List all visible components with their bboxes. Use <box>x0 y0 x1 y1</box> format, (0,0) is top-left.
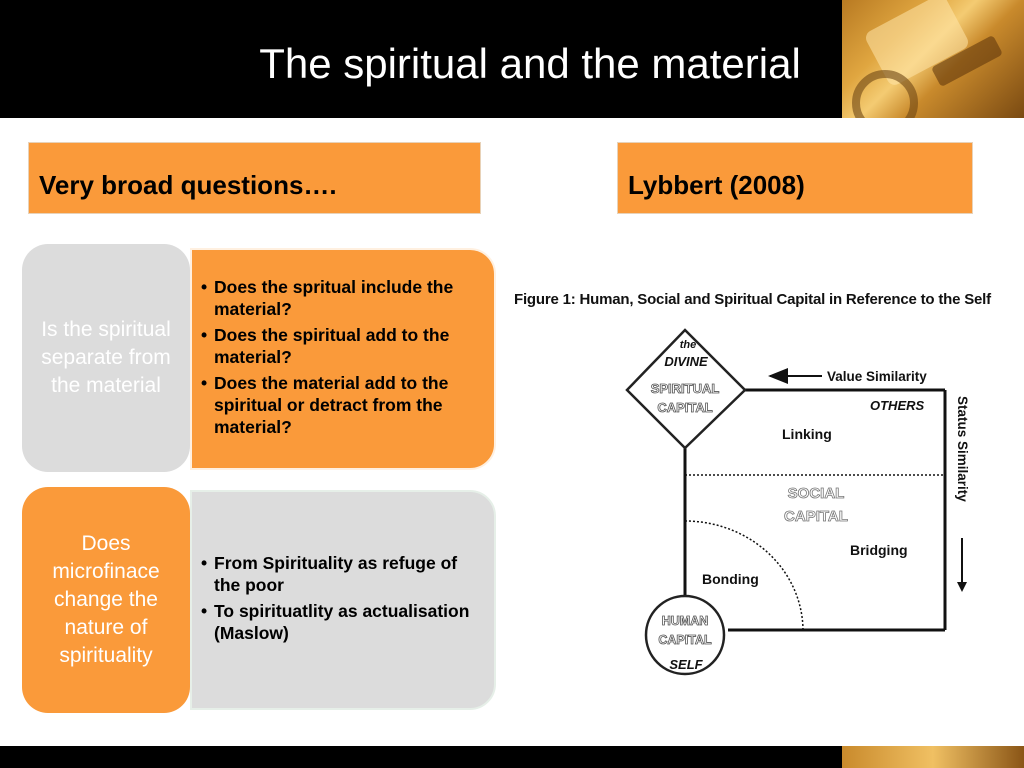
bullet-item: Does the material add to the spiritual o… <box>200 372 476 438</box>
bridging-label: Bridging <box>850 542 908 558</box>
self-circle <box>644 594 726 676</box>
bullet-item: Does the spritual include the material? <box>200 276 476 320</box>
header-lybbert: Lybbert (2008) <box>617 142 973 214</box>
divine-diamond <box>625 328 747 450</box>
figure-caption: Figure 1: Human, Social and Spiritual Ca… <box>514 291 991 308</box>
human-capital-label: CAPITAL <box>658 633 712 647</box>
social-label: SOCIAL <box>788 485 845 502</box>
status-arrow-head <box>957 582 967 592</box>
spiritual-label: SPIRITUAL <box>651 381 720 396</box>
bonding-label: Bonding <box>702 571 759 587</box>
bullet-box-2: From Spirituality as refuge of the poor … <box>190 490 496 710</box>
bullet-box-1: Does the spritual include the material? … <box>190 248 496 470</box>
bonding-arc <box>684 520 804 631</box>
slide-title: The spiritual and the material <box>259 40 801 87</box>
header-broad-questions: Very broad questions…. <box>28 142 481 214</box>
social-capital-label: CAPITAL <box>784 508 848 525</box>
bullet-item: Does the spiritual add to the material? <box>200 324 476 368</box>
linking-label: Linking <box>782 426 832 442</box>
question-box-1: Is the spiritual separate from the mater… <box>22 244 190 472</box>
footer-bar <box>0 746 1024 768</box>
spiritual-capital-label: CAPITAL <box>657 400 712 415</box>
bullet-list-1: Does the spritual include the material? … <box>200 276 476 442</box>
bullet-list-2: From Spirituality as refuge of the poor … <box>200 552 476 648</box>
human-label: HUMAN <box>662 614 709 628</box>
value-similarity-label: Value Similarity <box>827 369 927 384</box>
bullet-item: From Spirituality as refuge of the poor <box>200 552 476 596</box>
decorative-shape <box>852 70 918 118</box>
capital-diagram: the DIVINE SPIRITUAL CAPITAL Value Simil… <box>625 328 970 676</box>
others-label: OTHERS <box>870 398 925 413</box>
the-label: the <box>680 339 697 351</box>
self-label: SELF <box>669 657 703 672</box>
status-similarity-label: Status Similarity <box>955 396 970 502</box>
decorative-photo <box>842 0 1024 118</box>
footer-decoration <box>842 746 1024 768</box>
question-box-2: Does microfinace change the nature of sp… <box>22 487 190 713</box>
bullet-item: To spirituatlity as actualisation (Maslo… <box>200 600 476 644</box>
divine-label: DIVINE <box>664 354 708 369</box>
